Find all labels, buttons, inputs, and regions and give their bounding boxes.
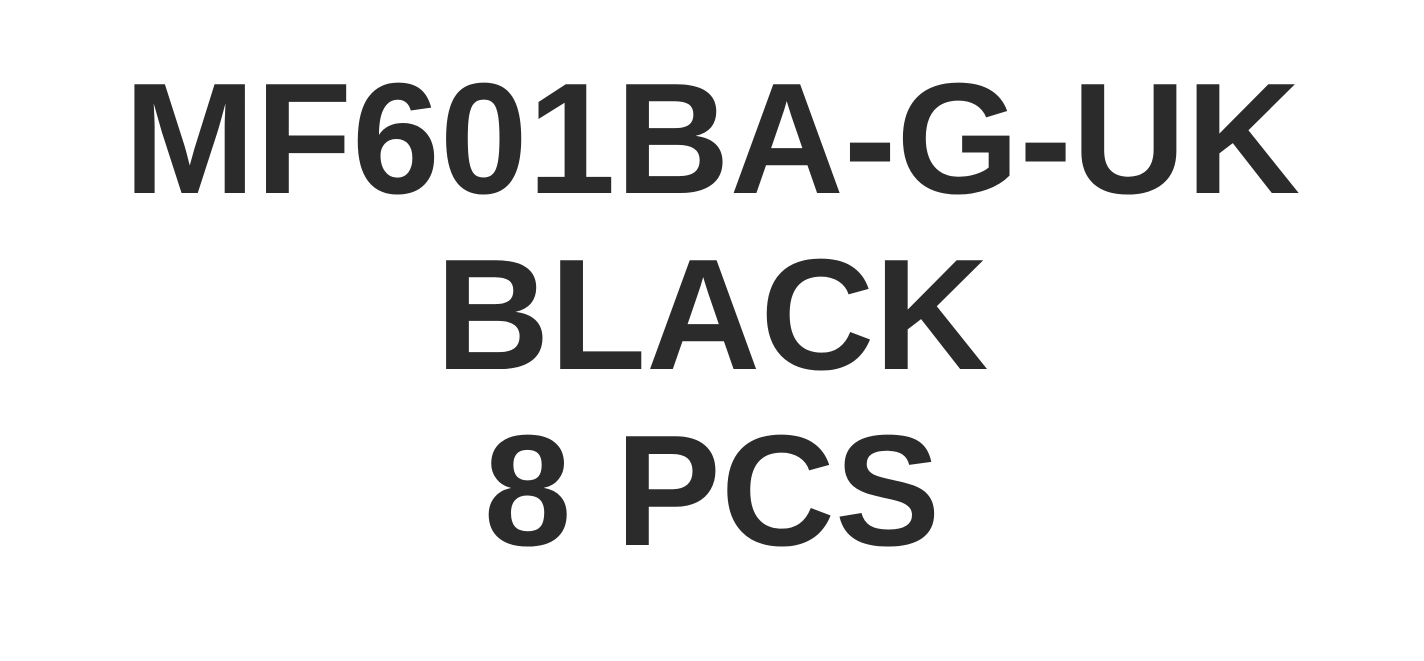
- quantity-text: 8 PCS: [483, 403, 941, 579]
- color-name-text: BLACK: [435, 227, 989, 403]
- model-code-text: MF601BA-G-UK: [123, 51, 1301, 227]
